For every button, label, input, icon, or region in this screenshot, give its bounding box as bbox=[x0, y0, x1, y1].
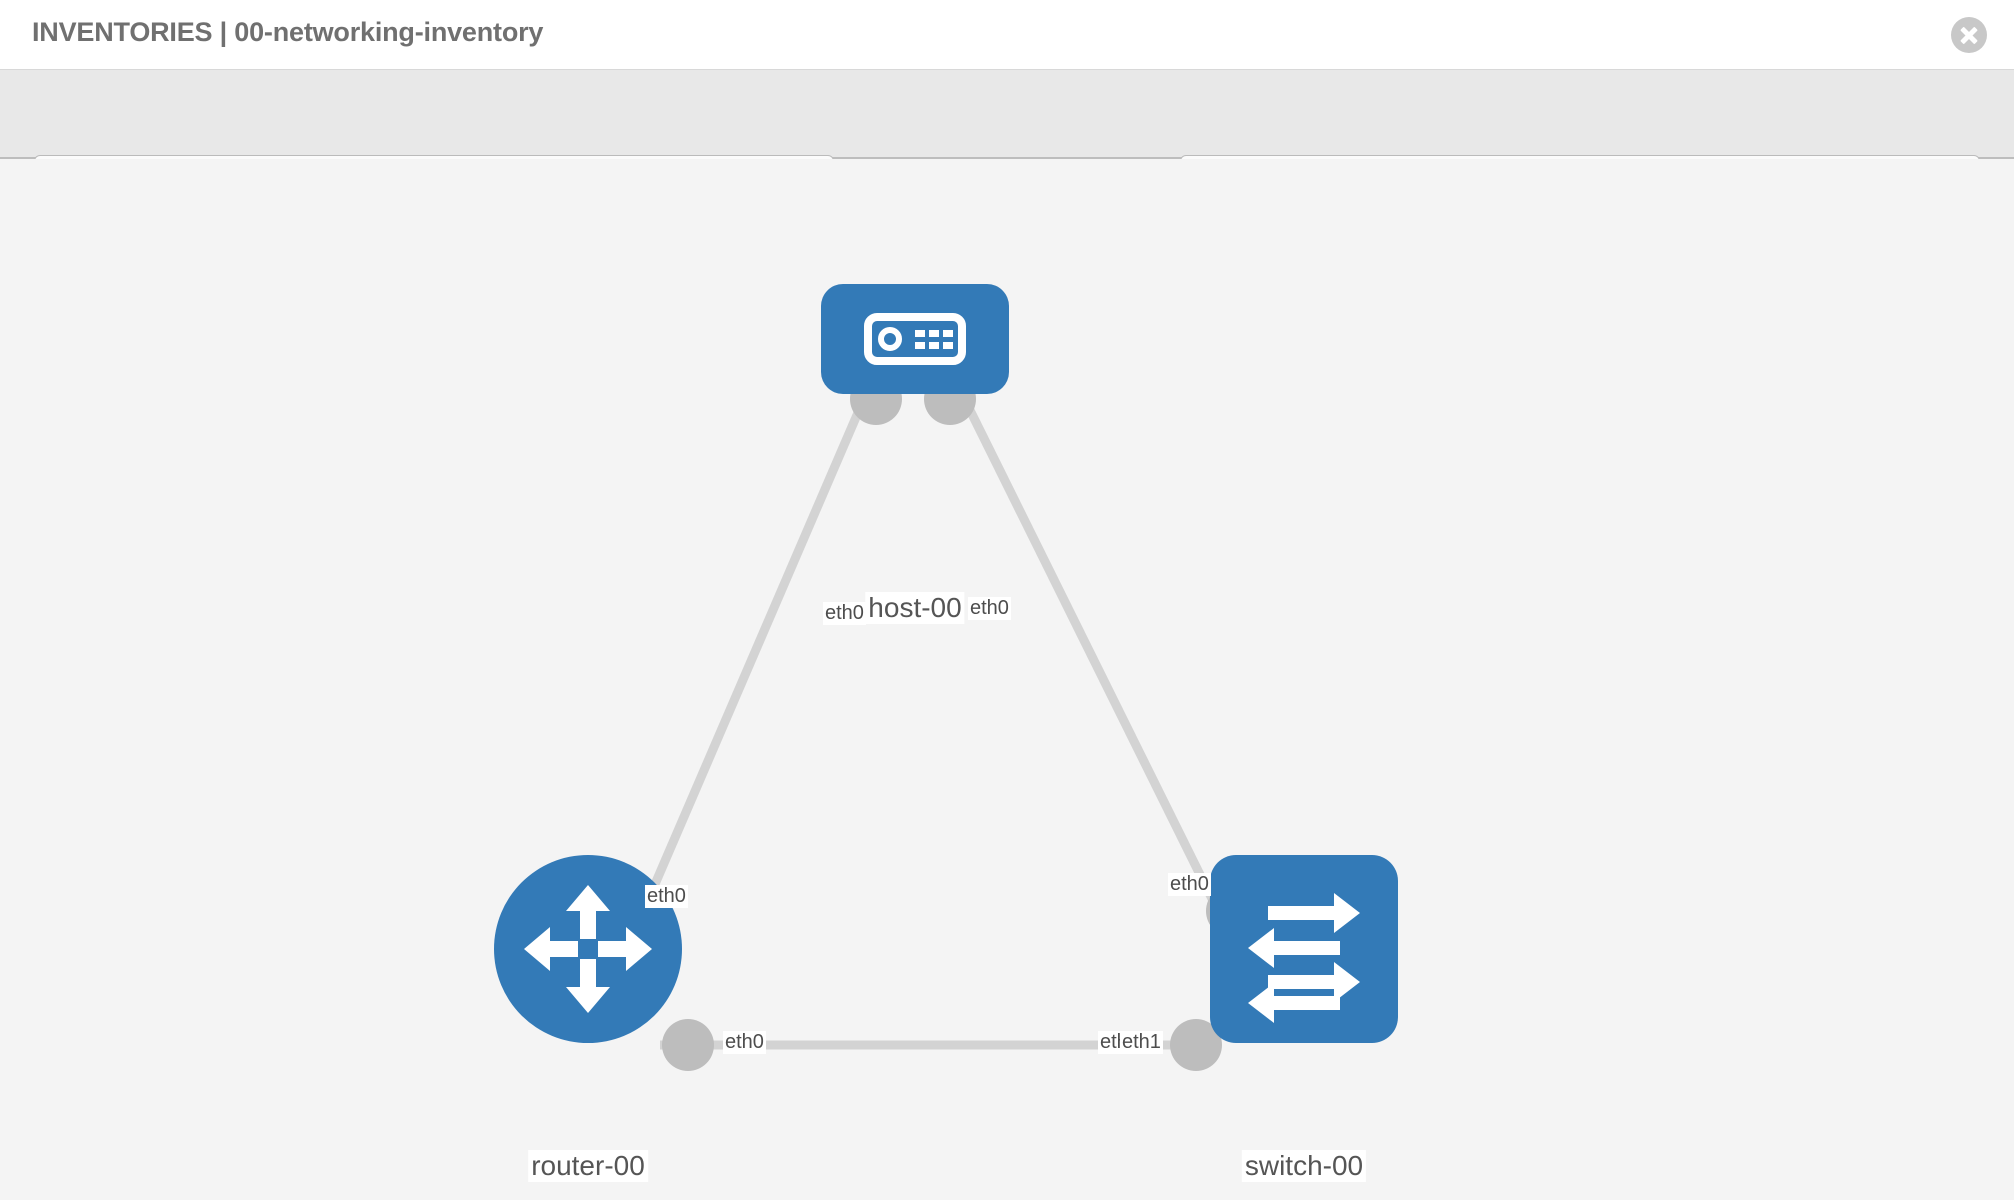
link-host-switch[interactable] bbox=[957, 392, 1227, 921]
link-host-router[interactable] bbox=[635, 392, 871, 921]
node-router-00[interactable] bbox=[494, 855, 682, 1043]
topology-canvas[interactable]: eth0 eth0 eth0 eth0 eth0 eth eth1 host-0… bbox=[0, 159, 2014, 1200]
switch-arrows-icon bbox=[1248, 893, 1360, 1023]
node-host-00[interactable] bbox=[821, 284, 1009, 394]
page-header: INVENTORIES | 00-networking-inventory bbox=[0, 0, 2014, 70]
iface-label: eth0 bbox=[645, 885, 688, 908]
node-label-router-00: router-00 bbox=[528, 1150, 648, 1182]
iface-label: eth0 bbox=[968, 597, 1011, 620]
close-icon[interactable] bbox=[1951, 17, 1987, 53]
iface-label: eth0 bbox=[723, 1031, 766, 1054]
toolbar: ACTIONS SEARCH bbox=[0, 70, 2014, 213]
node-label-host-00: host-00 bbox=[865, 592, 965, 624]
iface-label: eth0 bbox=[1168, 873, 1211, 896]
server-device-icon bbox=[864, 313, 966, 365]
endpoint-switch-left[interactable] bbox=[1170, 1019, 1222, 1071]
iface-label: eth0 bbox=[823, 602, 866, 625]
router-arrows-icon bbox=[524, 885, 652, 1013]
iface-label: eth1 bbox=[1120, 1031, 1163, 1054]
endpoint-router-right[interactable] bbox=[662, 1019, 714, 1071]
node-switch-00[interactable] bbox=[1210, 855, 1398, 1043]
page-title: INVENTORIES | 00-networking-inventory bbox=[32, 17, 544, 47]
node-label-switch-00: switch-00 bbox=[1241, 1150, 1367, 1182]
